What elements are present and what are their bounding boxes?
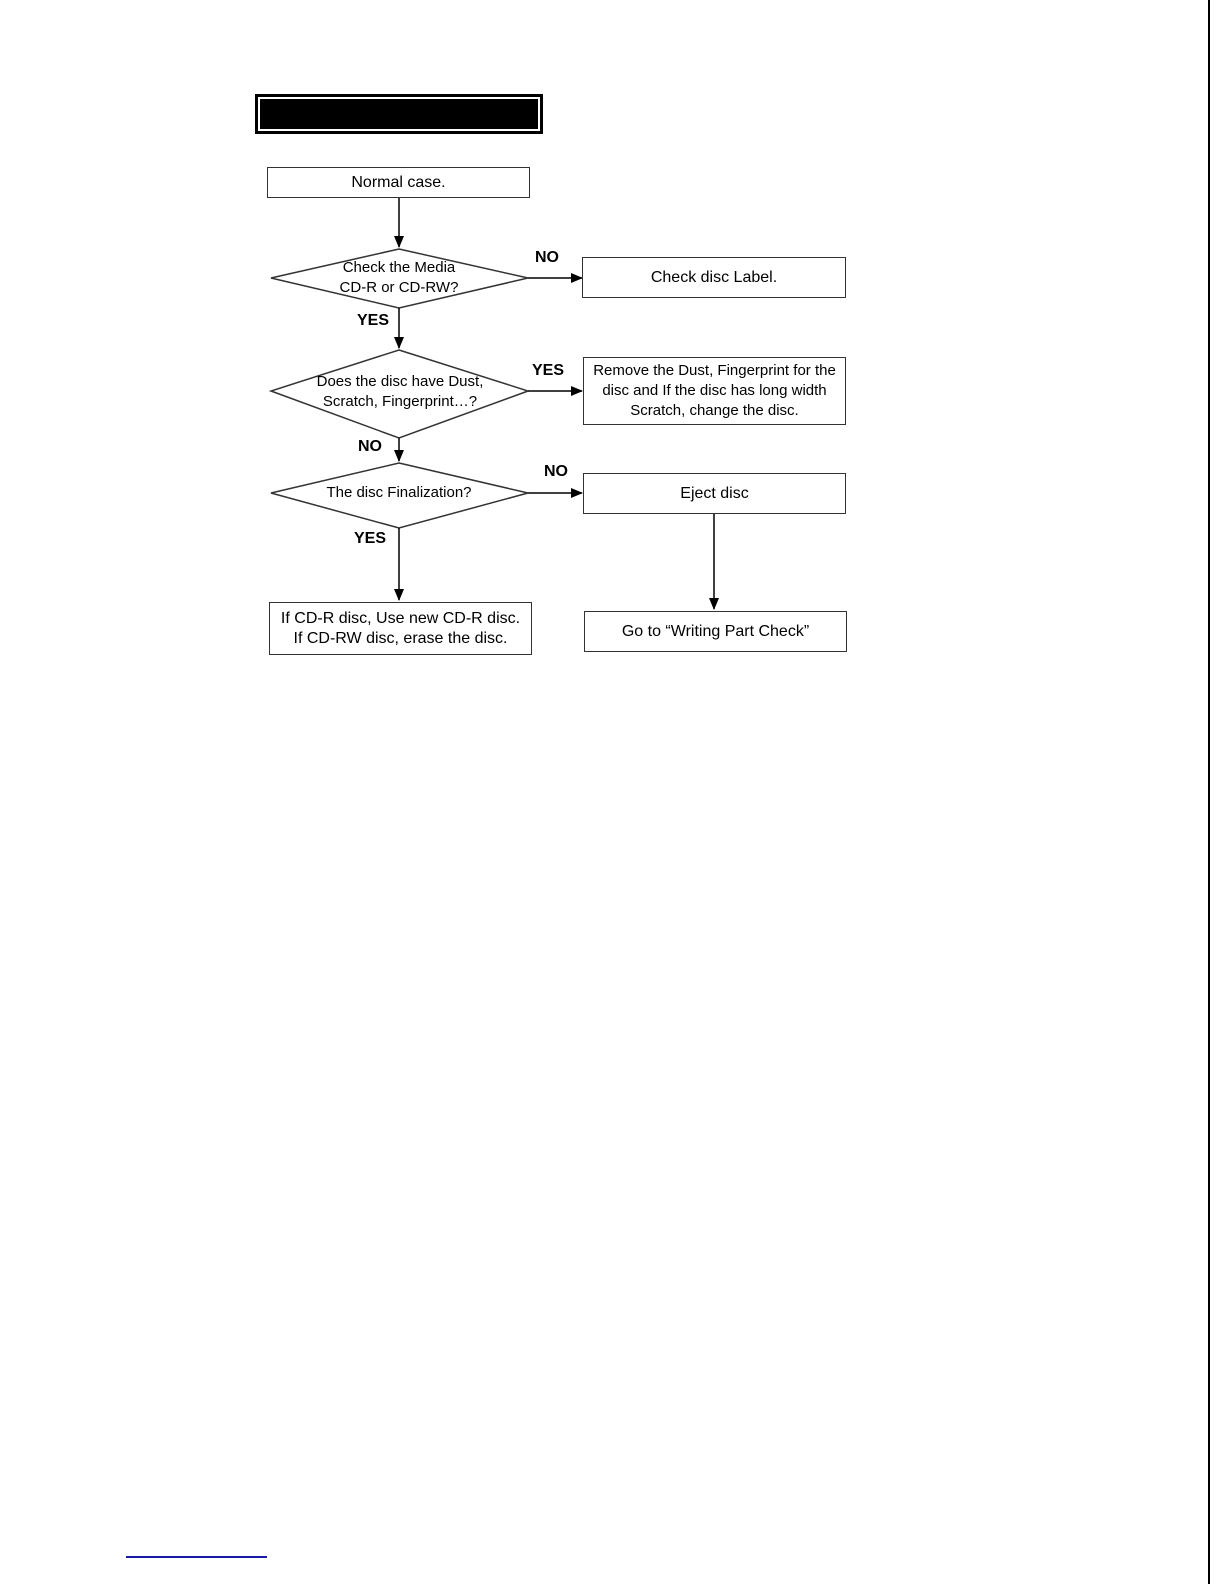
edge-label-final-no: NO xyxy=(544,463,568,480)
node-check-media: Check the Media CD-R or CD-RW? xyxy=(339,259,459,296)
node-dust-question: Does the disc have Dust, Scratch, Finger… xyxy=(316,373,484,410)
page-edge-rule xyxy=(1208,0,1210,1584)
edge-label-final-yes: YES xyxy=(354,530,387,547)
node-remove-dust: Remove the Dust, Fingerprint for the dis… xyxy=(583,357,846,425)
node-check-label: Check disc Label. xyxy=(582,257,846,298)
node-start: Normal case. xyxy=(267,167,530,198)
section-title-bar xyxy=(255,94,543,134)
section-title xyxy=(261,100,537,128)
node-new-disc: If CD-R disc, Use new CD-R disc. If CD-R… xyxy=(269,602,532,655)
edge-label-dust-yes: YES xyxy=(532,362,565,379)
node-writing-part-check: Go to “Writing Part Check” xyxy=(584,611,847,652)
node-eject-disc: Eject disc xyxy=(583,473,846,514)
footer-link-underline[interactable] xyxy=(126,1556,267,1558)
edge-label-dust-no: NO xyxy=(358,438,382,455)
node-finalization-question: The disc Finalization? xyxy=(326,484,472,501)
edge-label-media-yes: YES xyxy=(357,312,390,329)
edge-label-media-no: NO xyxy=(535,249,559,266)
